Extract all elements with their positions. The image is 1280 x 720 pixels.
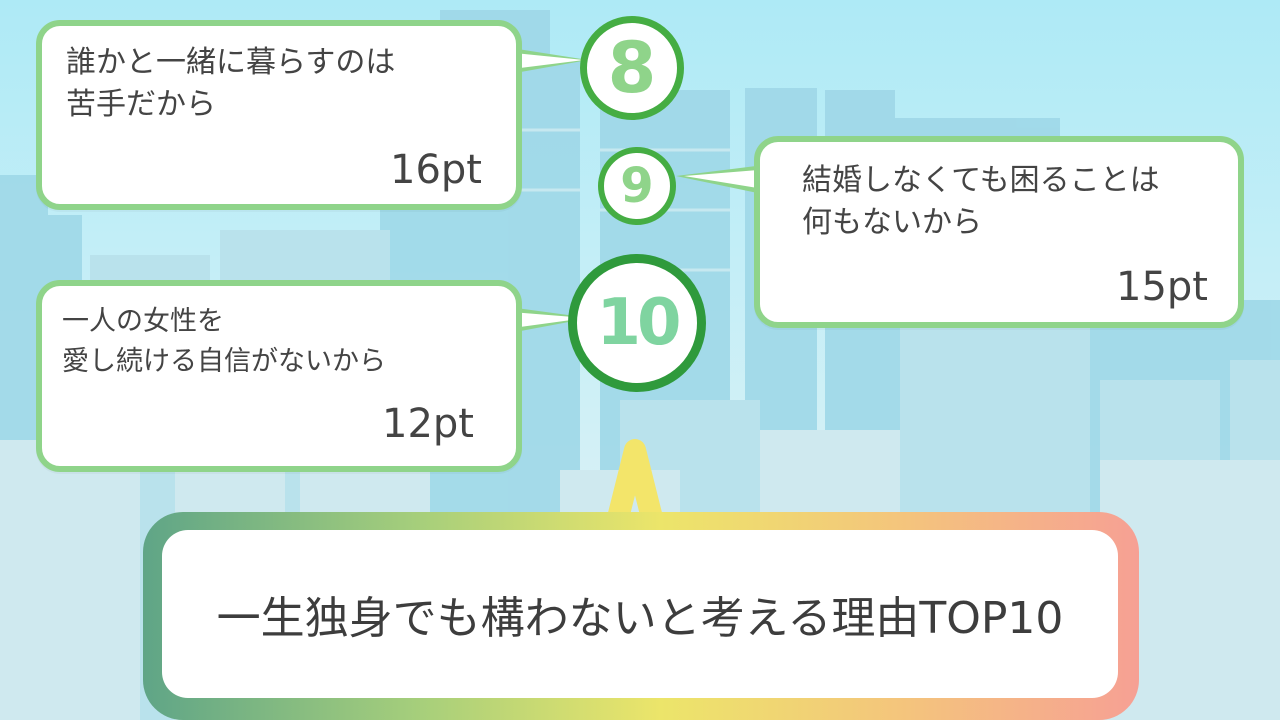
reason-bubble-9	[754, 136, 1244, 328]
page-title: 一生独身でも構わないと考える理由TOP10	[216, 593, 1064, 644]
rank-number-10: 10	[596, 286, 681, 360]
reason-bubble-8	[36, 20, 522, 210]
reason-text-9: 結婚しなくても困ることは 何もないから	[802, 163, 1160, 240]
reason-text-8: 誰かと一緒に暮らすのは 苦手だから	[66, 45, 396, 122]
points-10: 12pt	[382, 401, 474, 447]
rank-number-9: 9	[620, 158, 654, 214]
title-panel	[162, 530, 1118, 698]
rank-badge-9: 9	[598, 147, 676, 225]
rank-badge-10: 10	[568, 254, 706, 392]
reason-text-10: 一人の女性を 愛し続ける自信がないから	[62, 306, 386, 377]
rank-number-8: 8	[607, 27, 657, 109]
reason-bubble-10	[36, 280, 522, 472]
points-9: 15pt	[1116, 264, 1208, 310]
title-pointer	[601, 439, 669, 553]
rank-badge-8: 8	[580, 16, 684, 120]
points-8: 16pt	[390, 147, 482, 193]
